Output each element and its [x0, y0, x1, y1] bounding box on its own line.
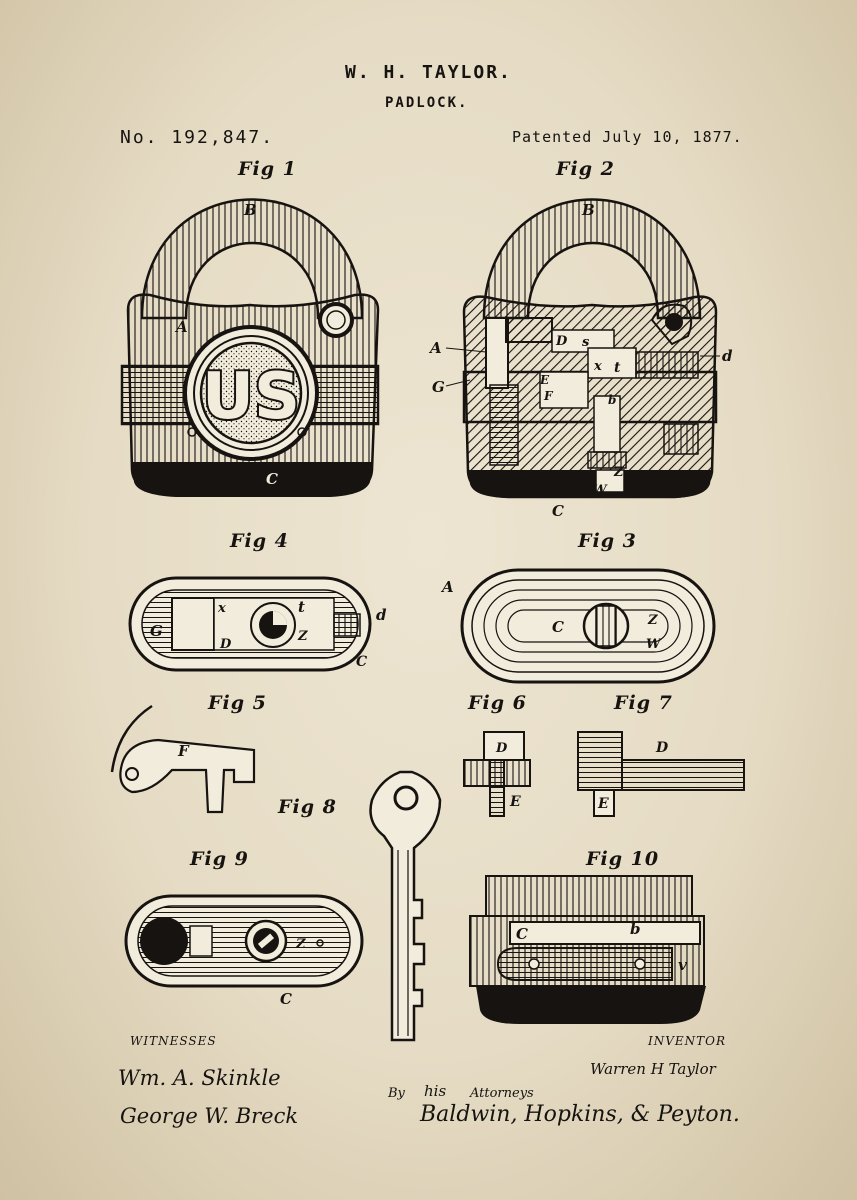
fig-10-drawing: C b v — [469, 875, 706, 1024]
fig-5-caption: Fig 5 — [208, 692, 267, 714]
fig-5-label-f: F — [177, 742, 190, 760]
fig-2-label-d-cap: D — [555, 334, 568, 349]
attorneys-signature: Baldwin, Hopkins, & Peyton. — [420, 1102, 740, 1127]
fig-2-label-s: s — [582, 335, 590, 350]
fig-2-label-t: t — [614, 360, 621, 376]
fig-1-emblem — [199, 341, 303, 445]
fig-1-label-a: A — [174, 318, 188, 336]
fig-1-label-b: B — [243, 201, 257, 219]
fig-2-label-b: B — [581, 201, 595, 219]
fig-9-label-c: C — [280, 990, 292, 1008]
fig-2-label-g: G — [432, 378, 445, 396]
fig-8-key — [369, 770, 442, 1042]
inventor-heading: W. H. TAYLOR. — [345, 62, 512, 83]
fig-1-label-c: C — [266, 470, 278, 488]
attorneys-label: Attorneys — [470, 1086, 534, 1101]
fig-8-caption: Fig 8 — [278, 796, 337, 818]
fig-1-emblem-text: US — [202, 360, 300, 434]
fig-2-label-c: C — [552, 502, 564, 520]
fig-4-label-z: Z — [297, 629, 308, 644]
his-label: his — [424, 1082, 447, 1100]
fig-10-caption: Fig 10 — [586, 848, 660, 870]
by-label: By — [388, 1086, 405, 1101]
patent-title: PADLOCK. — [385, 95, 469, 111]
fig-7-label-e: E — [597, 796, 609, 812]
fig-7-label-d: D — [655, 740, 669, 756]
fig-10-label-c: C — [516, 925, 528, 943]
fig-4-label-d: d — [376, 606, 387, 624]
fig-3-label-w: W — [646, 637, 662, 652]
fig-1-padlock-front: US B A C — [120, 198, 380, 497]
fig-10-label-v: v — [678, 956, 687, 974]
fig-5-bolt — [119, 738, 256, 814]
fig-2-label-f: F — [543, 389, 554, 403]
fig-4-drawing: G x D t Z d C — [128, 576, 387, 672]
fig-2-label-a: A — [428, 339, 442, 357]
fig-7-caption: Fig 7 — [614, 692, 673, 714]
fig-4-label-t: t — [298, 598, 305, 616]
witnesses-label: WITNESSES — [130, 1034, 217, 1048]
fig-9-drawing: Z C — [124, 894, 364, 1008]
fig-3-drawing: A C Z W — [440, 568, 716, 684]
fig-9-label-z: Z — [295, 937, 306, 952]
patent-date: Patented July 10, 1877. — [512, 128, 743, 146]
fig-2-label-e: E — [539, 373, 550, 387]
fig-6-label-d: D — [495, 741, 508, 756]
patent-number: No. 192,847. — [120, 127, 275, 148]
fig-9-caption: Fig 9 — [190, 848, 249, 870]
inventor-label: INVENTOR — [648, 1034, 727, 1048]
fig-3-label-a: A — [440, 578, 454, 596]
fig-2-padlock-section: B A G D s x t d E F b Z W C — [428, 198, 733, 520]
fig-4-caption: Fig 4 — [230, 530, 289, 552]
fig-2-caption: Fig 2 — [556, 158, 615, 180]
fig-2-label-w: W — [592, 483, 608, 498]
fig-6-label-e: E — [509, 794, 521, 810]
fig-2-label-x: x — [593, 359, 602, 374]
fig-2-label-z: Z — [613, 465, 624, 480]
witness-2-signature: George W. Breck — [120, 1104, 299, 1128]
fig-5-drawing: F — [110, 704, 256, 814]
fig-4-label-c: C — [356, 654, 367, 670]
fig-2-label-d: d — [722, 347, 733, 365]
fig-3-label-z: Z — [647, 613, 658, 628]
fig-1-caption: Fig 1 — [238, 158, 297, 180]
fig-3-label-c: C — [552, 618, 564, 636]
fig-1-base — [132, 462, 372, 497]
fig-4-label-d-cap: D — [219, 637, 232, 652]
fig-4-label-x: x — [217, 601, 226, 616]
fig-7-drawing: D E — [577, 731, 745, 817]
inventor-signature: Warren H Taylor — [590, 1060, 716, 1078]
fig-4-label-g: G — [150, 622, 163, 640]
fig-2-label-b-small: b — [608, 393, 616, 407]
fig-10-label-b: b — [630, 920, 641, 938]
witness-1-signature: Wm. A. Skinkle — [118, 1066, 281, 1090]
fig-6-caption: Fig 6 — [468, 692, 527, 714]
fig-6-drawing: D E — [463, 731, 531, 817]
fig-3-caption: Fig 3 — [578, 530, 637, 552]
